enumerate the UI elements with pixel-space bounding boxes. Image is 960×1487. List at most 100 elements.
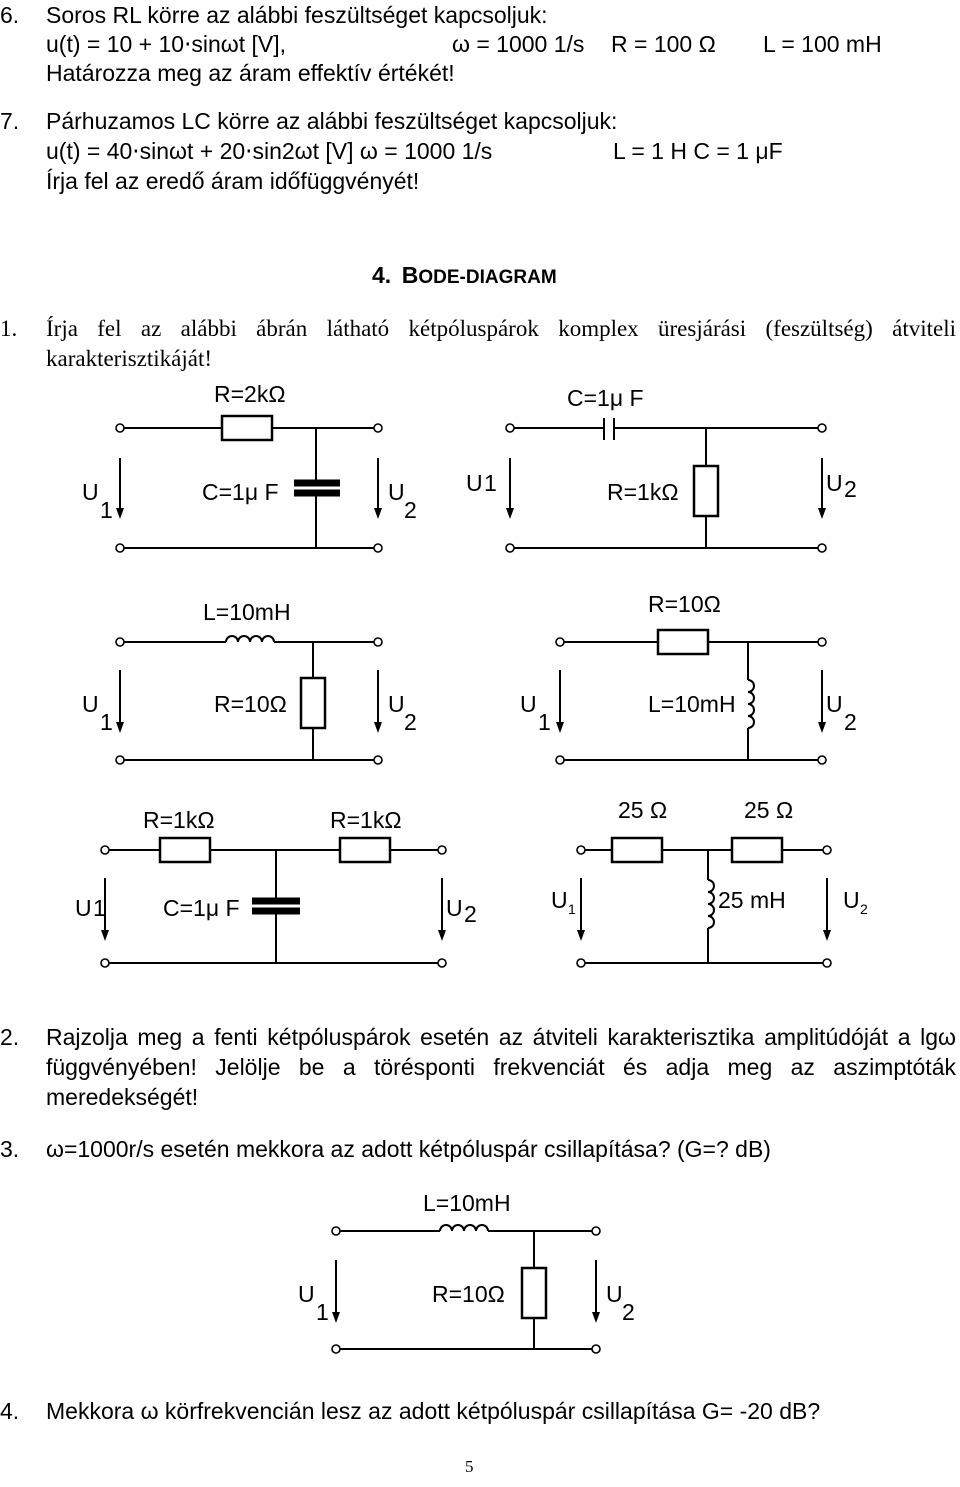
output-voltage-label: U2	[606, 1281, 635, 1325]
input-voltage-label: U1	[298, 1281, 329, 1325]
terminal	[555, 637, 565, 647]
terminal	[555, 755, 565, 765]
voltage-arrow	[506, 508, 514, 519]
inductor-label: L=10mH	[648, 691, 736, 717]
circuit-3: L=10mH R=10Ω U1 U2	[82, 599, 417, 765]
voltage-arrow	[592, 1312, 600, 1323]
input-voltage-label: U1	[520, 691, 551, 735]
voltage-arrow	[116, 508, 124, 519]
terminal	[576, 845, 586, 855]
circuit-5: R=1kΩ R=1kΩ C=1μ F U1 U2	[75, 807, 477, 968]
question-1-text: Írja fel az alábbi ábrán látható kétpólu…	[46, 316, 956, 371]
terminal	[505, 423, 515, 433]
input-voltage-label: U1	[551, 887, 576, 917]
circuit-1: R=2kΩ C=1μ F U1 U2	[82, 381, 417, 553]
question-2-text: Rajzolja meg a fenti kétpóluspárok eseté…	[46, 1024, 956, 1110]
terminal	[100, 845, 110, 855]
terminal	[100, 958, 110, 968]
inductor	[225, 635, 275, 643]
resistor-label: R=2kΩ	[214, 381, 286, 407]
terminal	[437, 958, 447, 968]
terminal	[373, 543, 383, 553]
problem-7-components: L = 1 H C = 1 μF	[613, 138, 783, 164]
voltage-arrow	[438, 930, 446, 941]
section-heading: 4. BODE-DIAGRAM	[372, 260, 557, 293]
circuit-7: L=10mH R=10Ω U1 U2	[298, 1190, 635, 1354]
inductor-label: 25 mH	[718, 887, 786, 913]
question-4-text: Mekkora ω körfrekvencián lesz az adott k…	[46, 1398, 821, 1424]
output-voltage-label: U2	[446, 895, 477, 927]
resistor-label: R=10Ω	[648, 591, 721, 617]
page-number: 5	[465, 1457, 474, 1476]
voltage-arrow	[823, 930, 831, 941]
problem-7-line-3: Írja fel az eredő áram időfüggvényét!	[46, 168, 420, 194]
section-number: 4.	[372, 262, 392, 288]
terminal	[373, 423, 383, 433]
voltage-arrow	[374, 508, 382, 519]
problem-6-voltage: u(t) = 10 + 10⋅sinωt [V],	[46, 31, 287, 57]
terminal	[817, 423, 827, 433]
resistor-2-label: 25 Ω	[744, 797, 793, 823]
terminal	[115, 637, 125, 647]
terminal	[373, 755, 383, 765]
terminal	[373, 637, 383, 647]
problem-6-line-1: Soros RL körre az alábbi feszültséget ka…	[46, 2, 548, 28]
terminal	[331, 1226, 341, 1236]
problem-6-number: 6.	[0, 2, 20, 28]
output-voltage-label: U2	[826, 691, 857, 735]
terminal	[591, 1226, 601, 1236]
output-voltage-label: U2	[843, 887, 868, 917]
terminal	[437, 845, 447, 855]
terminal	[576, 958, 586, 968]
section-title-initial: B	[401, 262, 419, 288]
terminal	[115, 543, 125, 553]
resistor	[158, 836, 212, 864]
resistor	[610, 836, 664, 864]
inductor	[747, 679, 755, 729]
resistor	[299, 676, 327, 730]
resistor-2-label: R=1kΩ	[330, 807, 402, 833]
voltage-arrow	[332, 1312, 340, 1323]
inductor	[707, 879, 715, 929]
terminal	[505, 543, 515, 553]
problem-7-number: 7.	[0, 108, 20, 134]
terminal	[817, 637, 827, 647]
input-voltage-label: U1	[82, 479, 113, 523]
voltage-arrow	[116, 722, 124, 733]
question-4-number: 4.	[0, 1398, 20, 1424]
terminal	[115, 423, 125, 433]
terminal	[331, 1344, 341, 1354]
problem-6-line-3: Határozza meg az áram effektív értékét!	[46, 60, 455, 86]
circuit-6: 25 Ω 25 Ω 25 mH U1 U2	[551, 797, 868, 968]
voltage-arrow	[818, 508, 826, 519]
resistor	[656, 628, 710, 656]
output-voltage-label: U2	[826, 470, 857, 502]
capacitor-label: C=1μ F	[567, 385, 644, 411]
resistor-1-label: 25 Ω	[618, 797, 667, 823]
capacitor-label: C=1μ F	[202, 479, 279, 505]
resistor	[220, 414, 274, 442]
question-3-text: ω=1000r/s esetén mekkora az adott kétpól…	[46, 1136, 771, 1162]
resistor-label: R=1kΩ	[607, 479, 679, 505]
inductor	[439, 1224, 489, 1232]
inductor-label: L=10mH	[423, 1190, 511, 1216]
resistor-1-label: R=1kΩ	[143, 807, 215, 833]
terminal	[115, 755, 125, 765]
question-2-number: 2.	[0, 1024, 20, 1050]
problem-7-line-1: Párhuzamos LC körre az alábbi feszültség…	[46, 108, 618, 134]
voltage-arrow	[577, 930, 585, 941]
resistor-label: R=10Ω	[432, 1281, 505, 1307]
capacitor-label: C=1μ F	[163, 895, 240, 921]
voltage-arrow	[101, 930, 109, 941]
terminal	[591, 1344, 601, 1354]
problem-6-resistance: R = 100 Ω	[611, 31, 716, 57]
problem-7-voltage: u(t) = 40⋅sinωt + 20⋅sin2ωt [V] ω = 1000…	[46, 138, 493, 164]
circuit-4: R=10Ω L=10mH U1 U2	[520, 591, 857, 765]
resistor	[520, 1266, 548, 1320]
terminal	[817, 755, 827, 765]
problem-6-inductance: L = 100 mH	[763, 31, 882, 57]
voltage-arrow	[556, 722, 564, 733]
output-voltage-label: U2	[388, 479, 417, 523]
question-1-number: 1.	[0, 316, 18, 341]
